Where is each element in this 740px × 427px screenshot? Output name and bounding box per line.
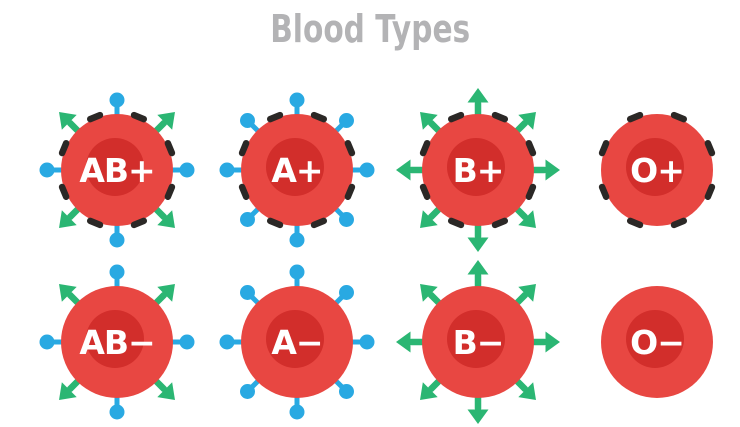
blood-cell-a-plus: A+ xyxy=(212,85,382,255)
rh-antigen-dash-icon xyxy=(525,183,537,201)
cell-label: AB+ xyxy=(79,151,154,190)
blood-cell-svg-o-minus: O− xyxy=(601,286,713,398)
rh-antigen-dash-icon xyxy=(670,217,688,229)
blood-cell-a-minus: A− xyxy=(212,257,382,427)
blood-cell-svg-b-plus: B+ xyxy=(396,88,560,252)
rh-antigen-dash-icon xyxy=(344,139,356,157)
cell-label: A− xyxy=(271,323,322,362)
rh-antigen-dash-icon xyxy=(238,183,250,201)
rh-antigen-dash-icon xyxy=(266,217,284,229)
rh-antigen-dash-icon xyxy=(419,183,431,201)
rh-antigen-dash-icon xyxy=(310,111,328,123)
rh-antigen-dash-icon xyxy=(130,217,148,229)
blood-cell-o-plus: O+ xyxy=(572,85,740,255)
blood-cell-b-minus: B− xyxy=(393,257,563,427)
rh-antigen-dash-icon xyxy=(626,217,644,229)
rh-antigen-dash-icon xyxy=(704,183,716,201)
rh-antigen-dash-icon xyxy=(164,183,176,201)
rh-antigen-dash-icon xyxy=(86,111,104,123)
blood-cell-b-plus: B+ xyxy=(393,85,563,255)
blood-cell-svg-a-minus: A− xyxy=(219,264,375,420)
cell-inner-shade xyxy=(86,138,144,196)
rh-antigen-dash-icon xyxy=(310,217,328,229)
rh-antigen-dash-icon xyxy=(447,111,465,123)
cell-inner-shade xyxy=(447,310,505,368)
rh-antigen-dash-icon xyxy=(86,217,104,229)
cell-inner-shade xyxy=(626,310,684,368)
cell-inner-shade xyxy=(266,138,324,196)
rh-antigen-dash-icon xyxy=(670,111,688,123)
cell-inner-shade xyxy=(447,138,505,196)
rh-antigen-dash-icon xyxy=(598,139,610,157)
rh-antigen-dash-icon xyxy=(447,217,465,229)
cell-label: B+ xyxy=(453,151,504,190)
cell-inner-shade xyxy=(266,310,324,368)
blood-cell-o-minus: O− xyxy=(572,257,740,427)
rh-antigen-dash-icon xyxy=(626,111,644,123)
blood-cell-ab-plus: AB+ xyxy=(32,85,202,255)
rh-antigen-dash-icon xyxy=(164,139,176,157)
cell-inner-shade xyxy=(626,138,684,196)
blood-cell-ab-minus: AB− xyxy=(32,257,202,427)
cell-label: AB− xyxy=(79,323,154,362)
header: Blood Types xyxy=(0,7,740,52)
cell-label: B− xyxy=(453,323,504,362)
rh-antigen-dash-icon xyxy=(344,183,356,201)
blood-cell-svg-ab-plus: AB+ xyxy=(39,92,195,248)
cell-inner-shade xyxy=(86,310,144,368)
rh-antigen-dash-icon xyxy=(704,139,716,157)
rh-antigen-dash-icon xyxy=(491,111,509,123)
rh-antigen-dash-icon xyxy=(525,139,537,157)
blood-cell-svg-ab-minus: AB− xyxy=(39,264,195,420)
rh-antigen-dash-icon xyxy=(266,111,284,123)
cell-label: A+ xyxy=(271,151,322,190)
blood-cell-svg-o-plus: O+ xyxy=(598,111,716,229)
rh-antigen-dash-icon xyxy=(491,217,509,229)
rh-antigen-dash-icon xyxy=(419,139,431,157)
rh-antigen-dash-icon xyxy=(598,183,610,201)
rh-antigen-dash-icon xyxy=(58,139,70,157)
page-title: Blood Types xyxy=(269,7,470,51)
rh-antigen-dash-icon xyxy=(130,111,148,123)
rh-antigen-dash-icon xyxy=(238,139,250,157)
blood-cell-svg-a-plus: A+ xyxy=(219,92,375,248)
rh-antigen-dash-icon xyxy=(58,183,70,201)
cell-label: O+ xyxy=(630,151,684,190)
blood-cell-svg-b-minus: B− xyxy=(396,260,560,424)
cell-label: O− xyxy=(630,323,684,362)
